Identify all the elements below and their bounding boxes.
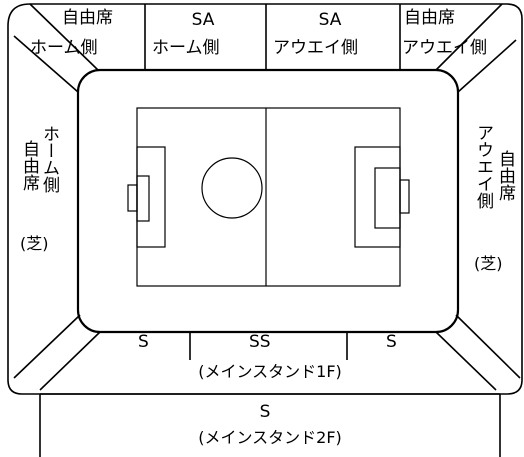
corner-line-top-left [13,35,79,93]
goal-area-left [136,175,150,222]
corner-line-bottom-left [13,314,81,379]
touchline [136,107,401,287]
stand-sa-away-line2: アウエイ側 [273,38,358,58]
corner-line-bottom-left-2 [39,331,101,391]
main1f-s-right: S [386,332,397,352]
corner-line-bottom-right [455,314,521,379]
stand-left-note: (芝) [20,234,49,253]
goal-left [127,184,138,212]
main2f-s: S [259,402,271,422]
goal-right [399,179,410,214]
main1f-ss: SS [249,332,271,352]
corner-line-top-right-2 [435,3,503,71]
main-2f-stand [39,394,501,457]
stand-sa-home-line2: ホーム側 [152,38,220,58]
pitch-boundary [76,68,460,334]
corner-line-top-left-2 [29,3,99,71]
stand-sa-home-line1: SA [191,10,215,30]
stand-top-right-line2: アウエイ側 [402,38,487,58]
goal-area-right [374,167,401,229]
stand-right-col1: アウエイ側 [473,124,493,209]
stand-right-col2: 自由席 [495,150,515,201]
field-markings [127,107,410,287]
penalty-area-left [136,146,166,248]
stand-top-left-line1: 自由席 [62,8,113,28]
stand-right-note: (芝) [474,254,503,273]
center-circle [201,157,263,219]
corner-line-top-right [457,39,517,93]
stand-left-col2: ホーム側 [39,125,59,193]
penalty-area-right [354,146,401,248]
main1f-caption: (メインスタンド1F) [198,362,342,381]
stand-top-left-line2: ホーム側 [30,38,98,58]
stand-top-right-line1: 自由席 [404,8,455,28]
corner-line-bottom-right-2 [435,331,497,391]
stand-sa-away-line1: SA [318,10,342,30]
main1f-s-left: S [138,332,149,352]
outer-stand-boundary [7,3,523,395]
main2f-caption: (メインスタンド2F) [198,428,342,447]
stand-left-col1: 自由席 [19,140,39,191]
